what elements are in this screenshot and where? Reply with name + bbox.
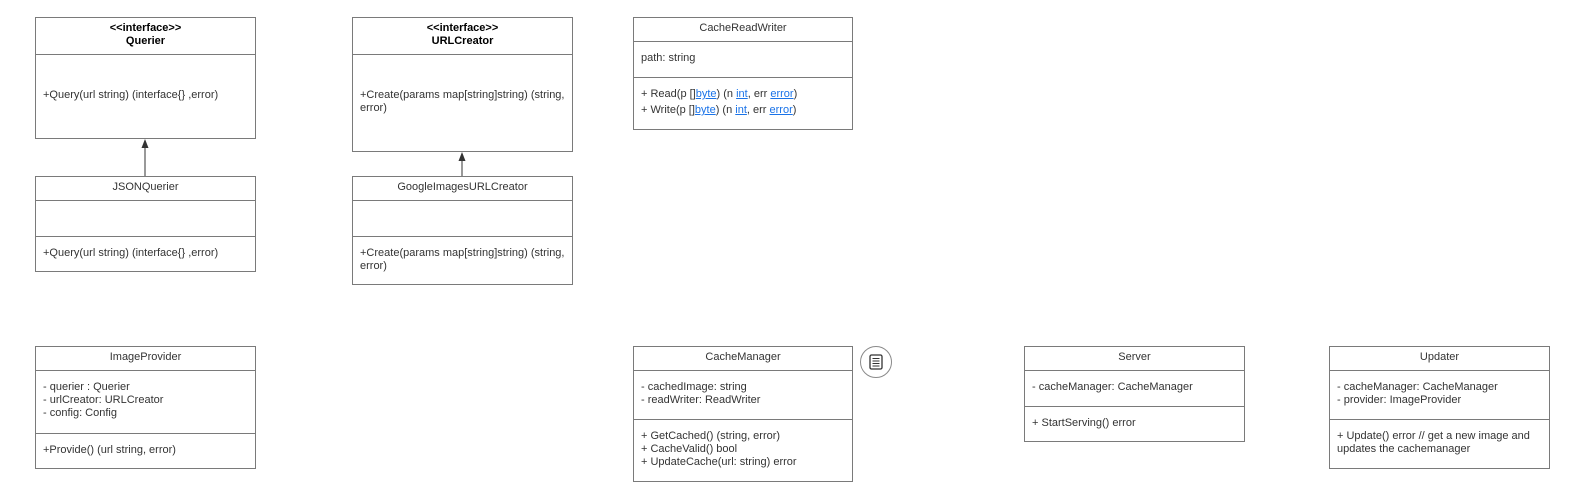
class-name: GoogleImagesURLCreator: [397, 181, 528, 193]
fields-section: - cacheManager: CacheManager: [1025, 370, 1244, 406]
methods-section: + Read(p []byte) (n int, err error) + Wr…: [634, 77, 852, 129]
methods-section: +Query(url string) (interface{} ,error): [36, 236, 255, 271]
method-text: ): [792, 104, 797, 116]
inheritance-arrow-googleimages-urlcreator: [458, 152, 466, 176]
type-link-error[interactable]: error: [770, 88, 794, 100]
method-text: + Read(p []: [641, 88, 696, 100]
field: - urlCreator: URLCreator: [43, 394, 164, 406]
field: - cacheManager: CacheManager: [1337, 381, 1498, 393]
method-text: , err: [746, 104, 770, 116]
class-name: Updater: [1419, 351, 1460, 363]
class-jsonquerier[interactable]: JSONQuerier +Query(url string) (interfac…: [35, 176, 256, 272]
class-name: CacheManager: [705, 351, 781, 363]
class-name: JSONQuerier: [112, 181, 179, 193]
type-link-byte[interactable]: byte: [695, 88, 717, 100]
fields-section: - cacheManager: CacheManager - provider:…: [1330, 370, 1549, 419]
stereotype-label: <<interface>>: [426, 22, 499, 34]
methods-section: + StartServing() error: [1025, 406, 1244, 441]
class-updater[interactable]: Updater - cacheManager: CacheManager - p…: [1329, 346, 1550, 469]
field: - cachedImage: string: [641, 381, 747, 393]
method-text: + Write(p []: [641, 104, 695, 116]
method-text: ): [793, 88, 798, 100]
field: - config: Config: [43, 407, 117, 419]
fields-section: [36, 200, 255, 236]
type-link-int[interactable]: int: [735, 104, 747, 116]
class-cachereadwriter[interactable]: CacheReadWriter path: string + Read(p []…: [633, 17, 853, 130]
method-text: ) (n: [715, 104, 736, 116]
method: + GetCached() (string, error): [641, 430, 781, 442]
field: - cacheManager: CacheManager: [1032, 381, 1193, 393]
method: + Update() error // get a new image and …: [1337, 430, 1530, 455]
class-name: URLCreator: [431, 35, 494, 47]
inheritance-arrow-jsonquerier-querier: [141, 139, 149, 176]
method: +Create(params map[string]string) (strin…: [360, 247, 565, 272]
method-write: + Write(p []byte) (n int, err error): [634, 104, 803, 117]
methods-section: + Update() error // get a new image and …: [1330, 419, 1549, 468]
method: + UpdateCache(url: string) error: [641, 456, 797, 468]
method: +Create(params map[string]string) (strin…: [360, 89, 565, 114]
field: - provider: ImageProvider: [1337, 394, 1462, 406]
method: + StartServing() error: [1032, 417, 1136, 429]
class-name: Server: [1118, 351, 1151, 363]
method: +Query(url string) (interface{} ,error): [43, 89, 219, 101]
fields-section: - querier : Querier - urlCreator: URLCre…: [36, 370, 255, 433]
method-text: ) (n: [716, 88, 737, 100]
methods-section: +Create(params map[string]string) (strin…: [353, 54, 572, 151]
method: +Provide() (url string, error): [43, 444, 176, 456]
method-read: + Read(p []byte) (n int, err error): [634, 88, 804, 101]
type-link-byte[interactable]: byte: [694, 104, 716, 116]
note-icon: [869, 354, 883, 370]
methods-section: + GetCached() (string, error) + CacheVal…: [634, 419, 852, 481]
note-button[interactable]: [860, 346, 892, 378]
class-name: CacheReadWriter: [699, 22, 787, 34]
field: path: string: [641, 52, 696, 64]
field: - readWriter: ReadWriter: [641, 394, 761, 406]
method-text: , err: [747, 88, 771, 100]
methods-section: +Provide() (url string, error): [36, 433, 255, 468]
fields-section: path: string: [634, 41, 852, 77]
type-link-error[interactable]: error: [769, 104, 793, 116]
methods-section: +Create(params map[string]string) (strin…: [353, 236, 572, 284]
field: - querier : Querier: [43, 381, 130, 393]
class-querier[interactable]: <<interface>> Querier +Query(url string)…: [35, 17, 256, 139]
methods-section: +Query(url string) (interface{} ,error): [36, 54, 255, 138]
class-name: ImageProvider: [109, 351, 182, 363]
fields-section: [353, 200, 572, 236]
method: +Query(url string) (interface{} ,error): [43, 247, 219, 259]
class-server[interactable]: Server - cacheManager: CacheManager + St…: [1024, 346, 1245, 442]
class-cachemanager[interactable]: CacheManager - cachedImage: string - rea…: [633, 346, 853, 482]
class-googleimagesurlcreator[interactable]: GoogleImagesURLCreator +Create(params ma…: [352, 176, 573, 285]
class-imageprovider[interactable]: ImageProvider - querier : Querier - urlC…: [35, 346, 256, 469]
fields-section: - cachedImage: string - readWriter: Read…: [634, 370, 852, 419]
method: + CacheValid() bool: [641, 443, 738, 455]
class-urlcreator[interactable]: <<interface>> URLCreator +Create(params …: [352, 17, 573, 152]
class-name: Querier: [125, 35, 166, 47]
stereotype-label: <<interface>>: [109, 22, 182, 34]
type-link-int[interactable]: int: [736, 88, 748, 100]
